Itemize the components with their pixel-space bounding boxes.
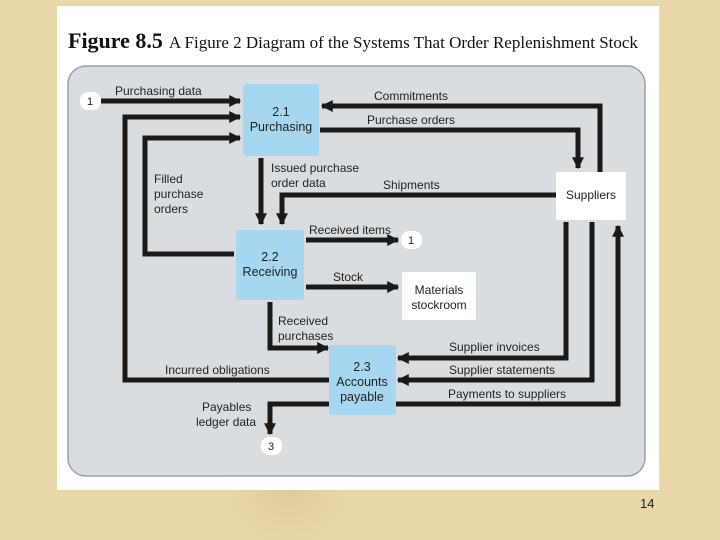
flow-label-filled-line1: Filled — [154, 172, 183, 186]
connector-shape — [261, 437, 282, 455]
connector-shape — [80, 92, 101, 110]
process-box — [243, 84, 319, 156]
figure-title: Figure 8.5 A Figure 2 Diagram of the Syst… — [68, 28, 638, 54]
arrow-payments-to-suppliers — [396, 224, 625, 407]
entity-label-line1: Materials — [415, 283, 464, 297]
entity-suppliers: Suppliers — [556, 172, 626, 220]
flow-label-supplier-statements: Supplier statements — [449, 363, 555, 377]
entity-label: Suppliers — [566, 188, 616, 202]
process-name: Receiving — [243, 265, 298, 279]
flow-label-stock: Stock — [333, 270, 364, 284]
process-accounts-payable: 2.3 Accounts payable — [329, 345, 396, 415]
connector-label: 1 — [408, 235, 414, 247]
connector-label: 3 — [268, 441, 274, 453]
process-name-line2: payable — [340, 390, 384, 404]
flow-label-purchase-orders: Purchase orders — [367, 113, 455, 127]
process-box — [236, 230, 304, 300]
flow-label-payments-to-suppliers: Payments to suppliers — [448, 387, 566, 401]
page-number: 14 — [640, 496, 655, 511]
process-name-line1: Accounts — [336, 375, 387, 389]
arrow-payables-ledger-data — [263, 401, 330, 436]
process-name: Purchasing — [250, 120, 313, 134]
flow-label-received-purchases-line1: Received — [278, 314, 328, 328]
figure-number: Figure 8.5 — [68, 28, 163, 53]
entity-label-line2: stockroom — [411, 298, 466, 312]
entity-box — [556, 172, 626, 220]
flow-label-received-purchases-line2: purchases — [278, 329, 333, 343]
process-box — [329, 345, 396, 415]
entity-box — [402, 272, 476, 320]
arrow-purchase-orders — [320, 127, 585, 170]
connector-in-1: 1 — [80, 92, 101, 110]
arrow-supplier-statements — [396, 222, 595, 387]
connector-out-3: 3 — [261, 437, 282, 455]
diagram-panel — [67, 65, 646, 477]
arrow-incurred-obligations — [122, 110, 330, 383]
flow-label-commitments: Commitments — [374, 89, 448, 103]
arrow-filled-purchase-orders — [142, 131, 242, 257]
flow-label-shipments: Shipments — [383, 178, 440, 192]
process-purchasing: 2.1 Purchasing — [243, 84, 319, 156]
flow-label-issued-line1: Issued purchase — [271, 161, 359, 175]
process-id: 2.2 — [261, 250, 278, 264]
entity-materials-stockroom: Materials stockroom — [402, 272, 476, 320]
flow-label-filled-line2: purchase — [154, 187, 204, 201]
flow-label-payables-line2: ledger data — [196, 415, 256, 429]
figure-caption: A Figure 2 Diagram of the Systems That O… — [168, 33, 638, 52]
flow-label-supplier-invoices: Supplier invoices — [449, 340, 540, 354]
connector-label: 1 — [87, 96, 93, 108]
flow-label-filled-line3: orders — [154, 202, 188, 216]
flow-label-issued-line2: order data — [271, 176, 326, 190]
flow-label-payables-line1: Payables — [202, 400, 251, 414]
flow-label-incurred-obligations: Incurred obligations — [165, 363, 270, 377]
process-id: 2.3 — [353, 360, 370, 374]
process-id: 2.1 — [272, 105, 289, 119]
connector-shape — [401, 231, 422, 249]
flow-label-purchasing-data: Purchasing data — [115, 84, 202, 98]
arrow-shipments — [275, 192, 556, 226]
arrow-commitments — [320, 99, 603, 172]
arrow-received-purchases — [267, 302, 330, 355]
connector-out-1: 1 — [401, 231, 422, 249]
arrow-supplier-invoices — [396, 222, 569, 365]
flow-label-received-items: Received items — [309, 223, 391, 237]
process-receiving: 2.2 Receiving — [236, 230, 304, 300]
